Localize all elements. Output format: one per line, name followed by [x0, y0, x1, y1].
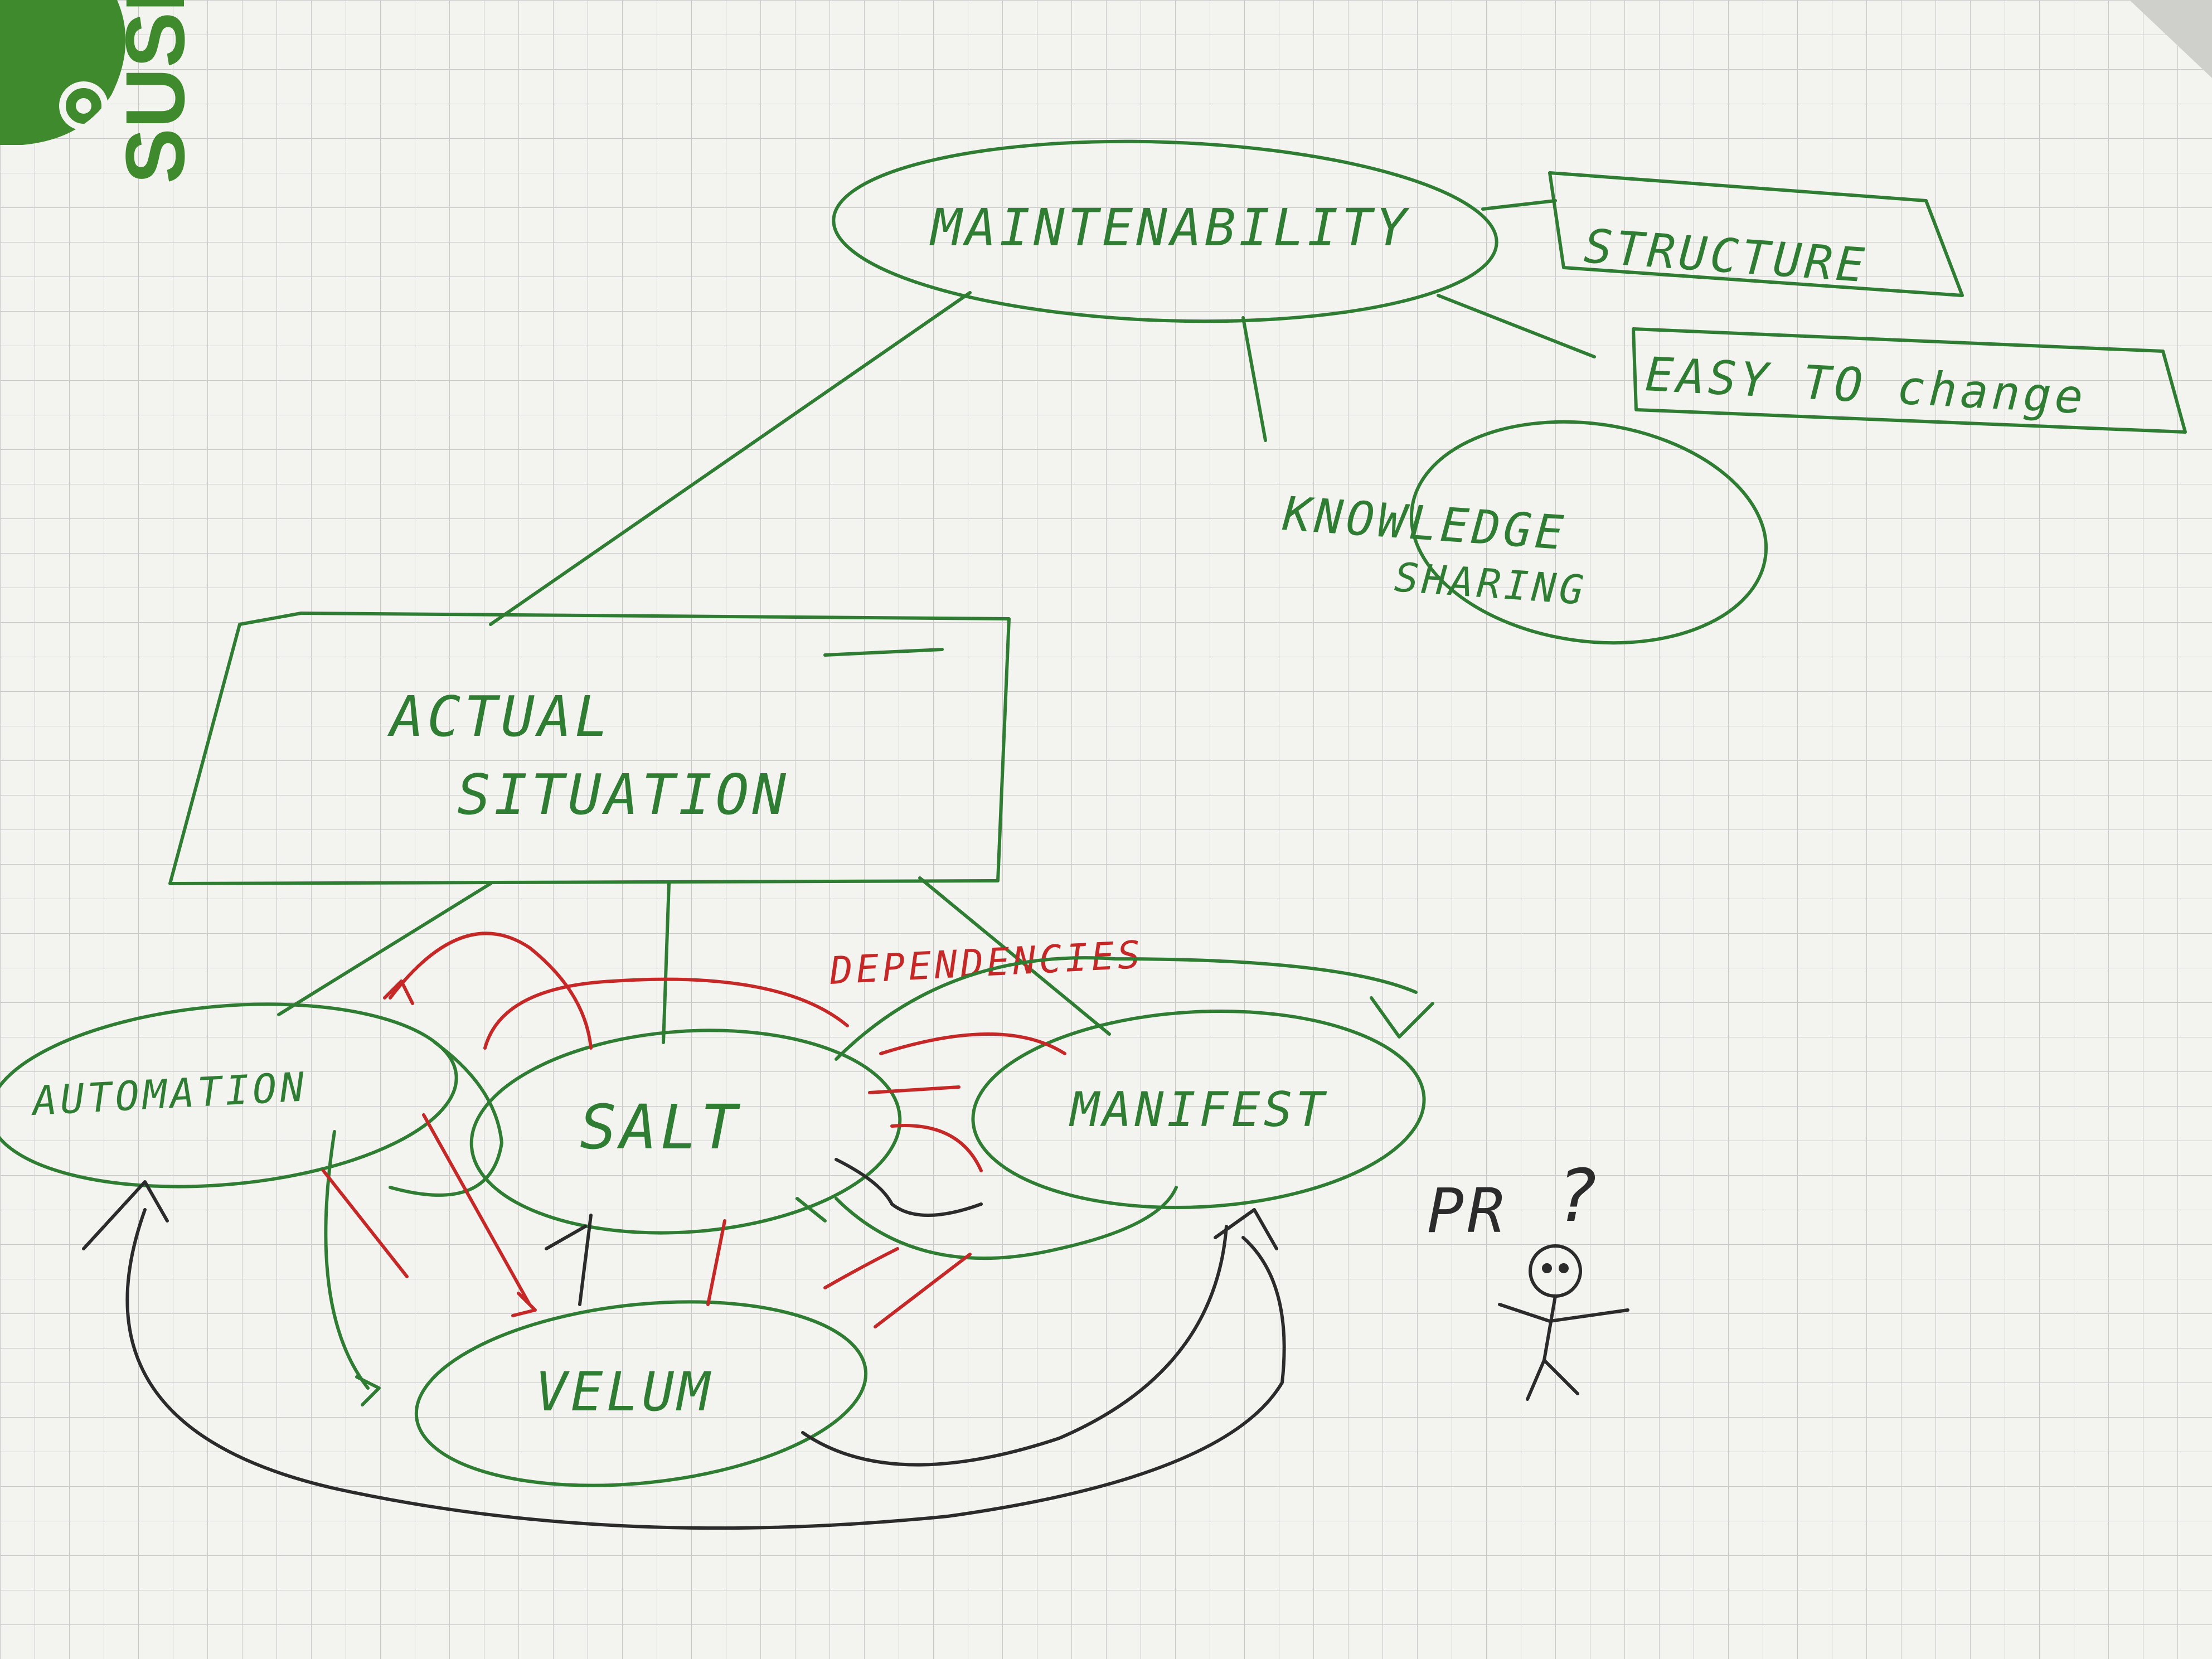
salt-ellipse [469, 1029, 902, 1235]
automation-ellipse [0, 1002, 458, 1189]
top-connectors [489, 199, 1596, 626]
knowledge-sharing-ellipse [1409, 420, 1768, 645]
velum-ellipse [414, 1300, 868, 1487]
actual-label: ACTUAL [387, 684, 612, 749]
maintainability-label: MAINTENABILITY [929, 198, 1410, 258]
question-mark: ? [1555, 1153, 1602, 1238]
chameleon-icon [0, 0, 126, 145]
actual-situation-box [168, 612, 1011, 885]
velum-label: VELUM [535, 1361, 713, 1423]
black-arrows [82, 1158, 1286, 1530]
salt-label: SALT [580, 1092, 741, 1163]
easy-to-change-box [1632, 327, 2187, 434]
red-dependency-arrows [322, 932, 1066, 1328]
manifest-label: MANIFEST [1069, 1082, 1328, 1138]
pr-label: PR [1427, 1175, 1507, 1246]
structure-box [1548, 171, 1964, 297]
stick-figure-icon [1498, 1244, 1629, 1401]
situation-label: SITUATION [457, 762, 789, 827]
maintainability-ellipse [832, 139, 1498, 323]
situation-connectors [277, 876, 1111, 1044]
manifest-ellipse [971, 1009, 1426, 1210]
